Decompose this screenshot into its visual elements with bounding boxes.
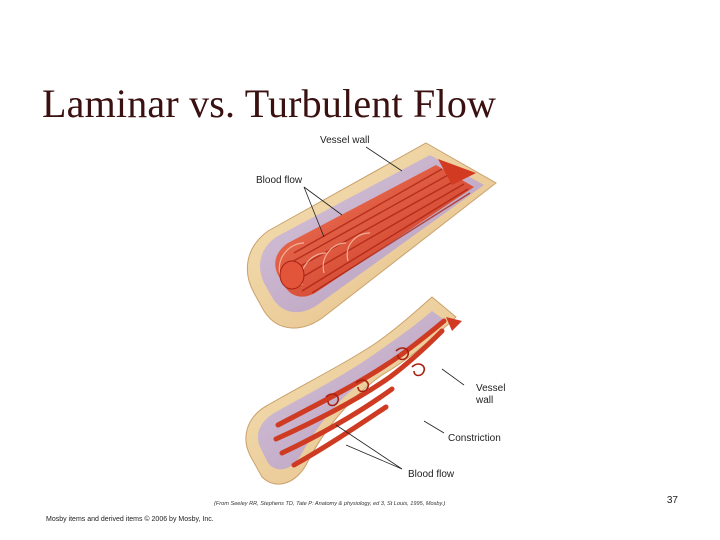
turbulent-vessel-lumen [258,311,446,470]
label-constriction: Constriction [448,433,501,444]
turbulent-strands [273,318,447,468]
turbulent-vessel [245,296,462,485]
page-number: 37 [666,495,678,506]
turbulent-swirls [325,347,426,407]
laminar-blood-front [279,260,305,290]
laminar-streamlines [287,168,471,294]
turbulent-arrow-tip [446,317,462,331]
label-blood-flow-bottom: Blood flow [408,469,455,480]
label-blood-flow-top: Blood flow [256,175,303,186]
leader-lines [303,146,465,470]
label-vessel-bottom-line2: wall [475,395,493,406]
laminar-vessel [246,142,497,329]
flow-diagram-svg: Vessel wall Blood flow Vessel wall Const… [214,135,505,507]
laminar-arrow-tip [438,159,476,185]
slide-title: Laminar vs. Turbulent Flow [42,81,497,126]
copyright-notice: Mosby items and derived items © 2006 by … [46,516,214,523]
flow-illustration: Vessel wall Blood flow Vessel wall Const… [206,125,516,510]
figure-credit: (From Seeley RR, Stephens TD, Tate P: An… [214,501,445,507]
label-vessel-bottom-line1: Vessel [476,383,505,394]
label-vessel-wall-top: Vessel wall [320,135,369,146]
